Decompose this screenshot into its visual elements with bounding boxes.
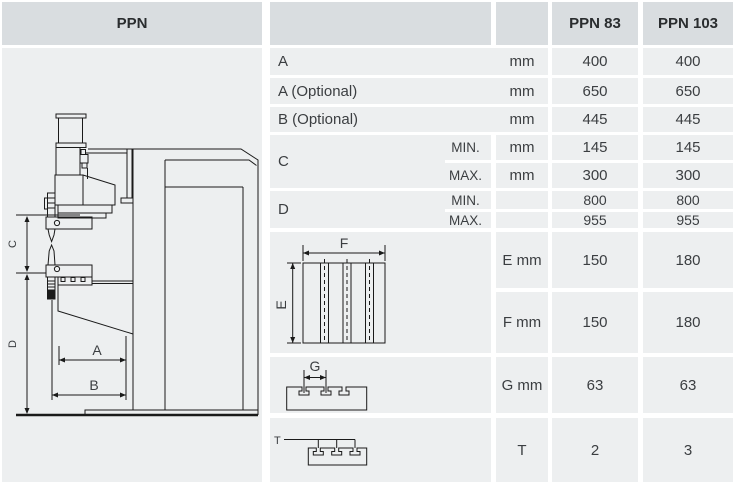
row-b-optional-label-cell: B (Optional) bbox=[270, 107, 499, 132]
row-d-max-sublabel-cell: MAX. bbox=[440, 212, 491, 228]
dim-label-e: E bbox=[273, 300, 289, 309]
row-g-value-model2: 63 bbox=[643, 357, 733, 413]
row-g-value-model1: 63 bbox=[552, 357, 638, 413]
row-t-value-model1: 2 bbox=[552, 418, 638, 482]
dim-label-a: A bbox=[92, 342, 102, 358]
row-a-value-model2: 400 bbox=[643, 48, 733, 75]
row-b-optional-unit-cell: mm bbox=[496, 107, 548, 132]
tslot-g-diagram: G bbox=[286, 358, 368, 411]
row-a-unit-cell: mm bbox=[496, 48, 548, 75]
row-a-optional-value-model1: 650 bbox=[552, 78, 638, 104]
row-e-unit-cell: E mm bbox=[496, 232, 548, 288]
platen-outline bbox=[302, 262, 386, 344]
frame-outline bbox=[88, 148, 259, 415]
model1-label: PPN 83 bbox=[569, 15, 621, 32]
column-header-model1: PPN 83 bbox=[552, 2, 638, 45]
model2-label: PPN 103 bbox=[657, 15, 719, 32]
tslot-count-diagram-cell: T bbox=[270, 418, 491, 482]
machine-drawing-cell: C D A B bbox=[2, 48, 262, 482]
product-series-header: PPN bbox=[2, 2, 262, 45]
row-a-optional-label-cell: A (Optional) bbox=[270, 78, 499, 104]
row-a-optional-unit-cell: mm bbox=[496, 78, 548, 104]
lower-electrode-tip bbox=[47, 243, 56, 266]
row-d-min-sublabel-cell: MIN. bbox=[440, 191, 491, 209]
row-b-optional-value-model2: 445 bbox=[643, 107, 733, 132]
row-f-unit-cell: F mm bbox=[496, 292, 548, 353]
lower-arm bbox=[57, 285, 134, 335]
row-a-label-cell: A bbox=[270, 48, 499, 75]
row-t-unit-cell: T bbox=[496, 418, 548, 482]
air-cylinder bbox=[58, 117, 83, 144]
row-d-min-value-model1: 800 bbox=[552, 191, 638, 209]
row-c-max-sublabel-cell: MAX. bbox=[440, 163, 491, 188]
dim-label-c: C bbox=[7, 240, 19, 248]
row-d-max-value-model1: 955 bbox=[552, 212, 638, 228]
machine-side-view-drawing: C D A B bbox=[7, 113, 259, 417]
upper-electrode-tip bbox=[47, 228, 56, 243]
dim-label-f: F bbox=[340, 235, 349, 251]
row-a-value-model1: 400 bbox=[552, 48, 638, 75]
row-f-value-model2: 180 bbox=[643, 292, 733, 353]
header-spacer-units bbox=[496, 2, 548, 45]
dim-label-t: T bbox=[274, 435, 281, 447]
row-d-max-value-model2: 955 bbox=[643, 212, 733, 228]
row-t-value-model2: 3 bbox=[643, 418, 733, 482]
row-c-min-value-model2: 145 bbox=[643, 135, 733, 160]
row-e-value-model1: 150 bbox=[552, 232, 638, 288]
row-c-max-value-model2: 300 bbox=[643, 163, 733, 188]
row-a-optional-value-model2: 650 bbox=[643, 78, 733, 104]
tslot-t-diagram: T bbox=[274, 435, 368, 466]
dim-label-d: D bbox=[7, 340, 19, 348]
row-c-min-sublabel-cell: MIN. bbox=[440, 135, 491, 160]
dim-label-b: B bbox=[89, 377, 98, 393]
row-c-max-unit-cell: mm bbox=[496, 163, 548, 188]
row-c-min-value-model1: 145 bbox=[552, 135, 638, 160]
row-a-label: A bbox=[278, 53, 289, 70]
row-b-optional-value-model1: 445 bbox=[552, 107, 638, 132]
lower-electrode-holder bbox=[45, 264, 93, 278]
row-c-min-unit-cell: mm bbox=[496, 135, 548, 160]
platen-ef-diagram: F E bbox=[273, 235, 386, 344]
cylinder-top-cap bbox=[55, 113, 87, 119]
row-d-label-cell: D bbox=[270, 191, 445, 228]
row-g-unit-cell: G mm bbox=[496, 357, 548, 413]
product-series-label: PPN bbox=[116, 15, 148, 32]
dim-label-g: G bbox=[310, 358, 321, 374]
row-d-min-unit-cell bbox=[496, 191, 548, 209]
row-d-max-unit-cell bbox=[496, 212, 548, 228]
tslot-pitch-diagram-cell: G bbox=[270, 357, 491, 413]
tslot-count-profile bbox=[307, 447, 368, 466]
column-header-model2: PPN 103 bbox=[643, 2, 733, 45]
row-c-max-value-model1: 300 bbox=[552, 163, 638, 188]
row-c-label-cell: C bbox=[270, 135, 445, 188]
head-block bbox=[55, 147, 81, 176]
header-spacer-labels bbox=[270, 2, 491, 45]
upper-arm bbox=[54, 174, 116, 206]
tslot-profile bbox=[286, 386, 368, 411]
platen-diagram-cell: F E bbox=[270, 232, 491, 353]
row-d-min-value-model2: 800 bbox=[643, 191, 733, 209]
row-e-value-model2: 180 bbox=[643, 232, 733, 288]
row-f-value-model1: 150 bbox=[552, 292, 638, 353]
upper-electrode-holder bbox=[45, 216, 93, 230]
